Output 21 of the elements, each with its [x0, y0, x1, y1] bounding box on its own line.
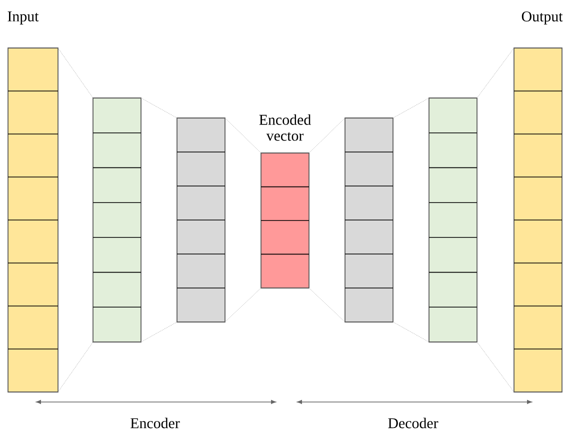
- connector-line: [476, 48, 514, 98]
- layer-column: [176, 118, 226, 322]
- connector-line: [308, 288, 346, 322]
- connector-line: [392, 322, 430, 342]
- connector-line: [140, 322, 178, 342]
- connector-line: [392, 98, 430, 118]
- connector-line: [224, 288, 262, 322]
- layer-label: Input: [8, 12, 39, 24]
- connector-line: [308, 118, 346, 154]
- connector-line: [58, 342, 94, 392]
- layer-column: [428, 98, 478, 342]
- layer-label: Encoded vector: [259, 114, 311, 141]
- connector-line: [58, 48, 94, 98]
- connector-line: [140, 98, 178, 118]
- layer-column: [92, 98, 142, 342]
- layer-label: Output: [522, 11, 563, 25]
- layer-column: [344, 118, 394, 322]
- section-label: Encoder: [130, 418, 180, 428]
- connector-line: [224, 118, 262, 154]
- section-label: Decoder: [388, 418, 438, 428]
- connector-line: [476, 342, 514, 392]
